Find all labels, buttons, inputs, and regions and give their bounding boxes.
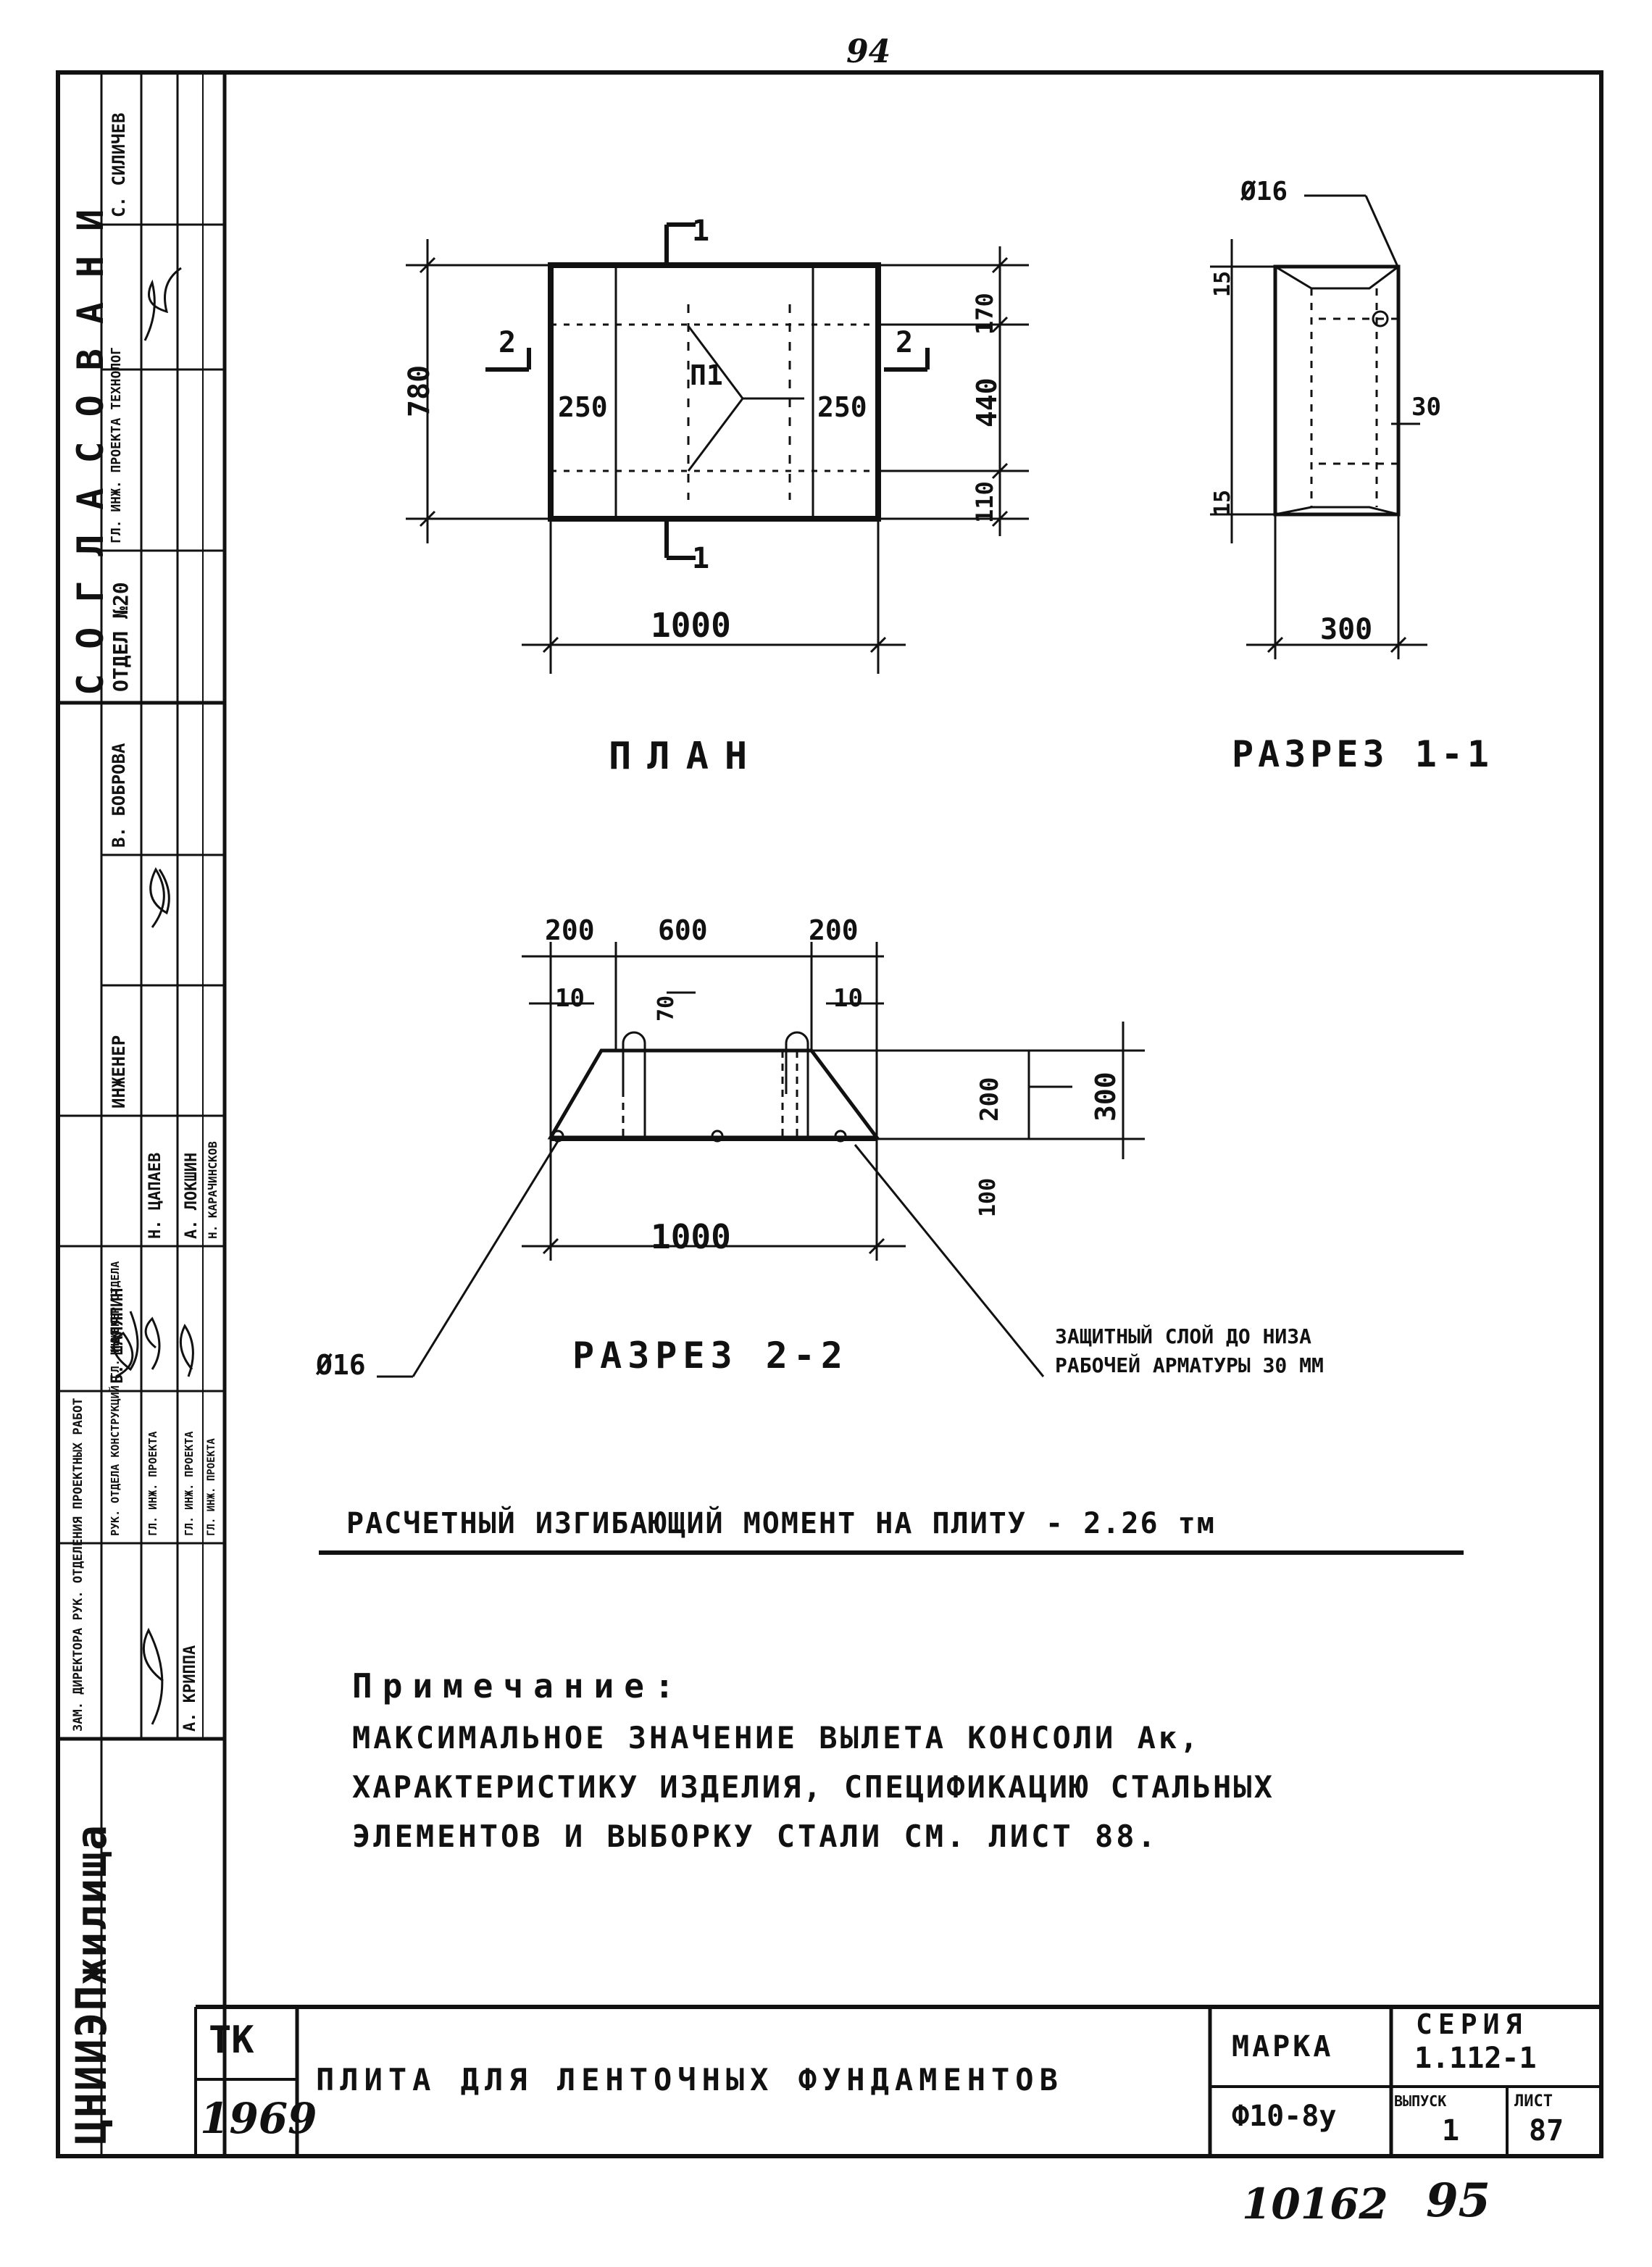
title-block-title: ПЛИТА ДЛЯ ЛЕНТОЧНЫХ ФУНДАМЕНТОВ xyxy=(316,2062,1064,2097)
section-2-2-dim-h2: 300 xyxy=(1090,1072,1122,1122)
plan-dim-bot: 110 xyxy=(971,481,998,523)
plan-dim-width: 1000 xyxy=(651,606,731,645)
title-block-series-value: 1.112-1 xyxy=(1414,2042,1537,2075)
title-block-marka-label: МАРКА xyxy=(1232,2030,1334,2063)
note-line2: ХАРАКТЕРИСТИКУ ИЗДЕЛИЯ, СПЕЦИФИКАЦИЮ СТА… xyxy=(352,1769,1275,1805)
plan-dim-right-inner: 250 xyxy=(817,391,867,423)
section-1-1-dim-top: 15 xyxy=(1210,270,1235,297)
title-block-sheet-label: ЛИСТ xyxy=(1514,2092,1553,2111)
moment-underline xyxy=(319,1550,1464,1555)
title-block-series-label: СЕРИЯ xyxy=(1416,2008,1528,2040)
section-2-2-dim-top-right: 200 xyxy=(809,914,859,946)
plan-drawing xyxy=(406,222,1029,674)
section-2-2-dim-width: 1000 xyxy=(651,1217,731,1256)
title-block-code: ТК xyxy=(209,2018,254,2062)
plan-dim-left-inner: 250 xyxy=(558,391,608,423)
section-2-2-rebar-label: Ø16 xyxy=(316,1349,366,1381)
section-2-2-title: РАЗРЕЗ 2-2 xyxy=(572,1335,849,1377)
section-2-2-dim-top-mid: 600 xyxy=(658,914,708,946)
plan-item-label: П1 xyxy=(690,359,723,391)
footer-inventory-number: 10162 xyxy=(1242,2179,1388,2229)
note-line1: МАКСИМАЛЬНОЕ ЗНАЧЕНИЕ ВЫЛЕТА КОНСОЛИ Ак, xyxy=(352,1720,1201,1755)
plan-dim-top: 170 xyxy=(971,293,998,335)
section-2-2-dim-h1: 200 xyxy=(975,1077,1004,1122)
title-block-issue-label: ВЫПУСК xyxy=(1394,2092,1447,2110)
section-2-2-dim-inner-right: 10 xyxy=(833,984,863,1013)
plan-section-bottom-marker: 1 xyxy=(692,542,710,575)
section-1-1-title: РАЗРЕЗ 1-1 xyxy=(1232,733,1494,775)
title-block-marka-value: Ф10-8у xyxy=(1232,2100,1337,2133)
plan-section-top-marker: 1 xyxy=(692,214,710,248)
section-2-2-dim-top-left: 200 xyxy=(545,914,595,946)
top-page-number: 94 xyxy=(846,33,891,70)
section-1-1-drawing xyxy=(1210,194,1427,659)
section-1-1-dim-width: 300 xyxy=(1320,613,1373,646)
title-block-issue-value: 1 xyxy=(1442,2114,1460,2147)
section-2-2-dim-h3: 100 xyxy=(975,1177,1001,1217)
plan-section-right-marker: 2 xyxy=(896,326,914,359)
section-1-1-dim-bot: 15 xyxy=(1210,489,1235,516)
section-2-2-cover-note-line2: РАБОЧЕЙ АРМАТУРЫ 30 ММ xyxy=(1055,1353,1324,1377)
title-block-sheet-value: 87 xyxy=(1529,2114,1564,2147)
title-block-year: 1969 xyxy=(200,2094,317,2143)
signatures xyxy=(112,267,194,1725)
note-line3: ЭЛЕМЕНТОВ И ВЫБОРКУ СТАЛИ СМ. ЛИСТ 88. xyxy=(352,1819,1159,1854)
plan-section-left-marker: 2 xyxy=(498,326,517,359)
plan-title: ПЛАН xyxy=(609,735,764,778)
section-2-2-dim-inner-mid: 70 xyxy=(654,995,679,1022)
plan-dim-mid: 440 xyxy=(971,377,1003,427)
moment-text: РАСЧЕТНЫЙ ИЗГИБАЮЩИЙ МОМЕНТ НА ПЛИТУ - 2… xyxy=(346,1507,1216,1540)
section-1-1-rebar-label: Ø16 xyxy=(1240,177,1288,206)
footer-page-number: 95 xyxy=(1426,2174,1491,2228)
section-2-2-dim-inner-left: 10 xyxy=(555,984,585,1013)
section-2-2-cover-note-line1: ЗАЩИТНЫЙ СЛОЙ ДО НИЗА xyxy=(1055,1324,1312,1348)
plan-dim-height: 780 xyxy=(403,364,436,417)
section-2-2-drawing xyxy=(377,942,1145,1378)
section-1-1-dim-mid: 30 xyxy=(1411,393,1441,422)
note-title: Примечание: xyxy=(352,1666,685,1706)
